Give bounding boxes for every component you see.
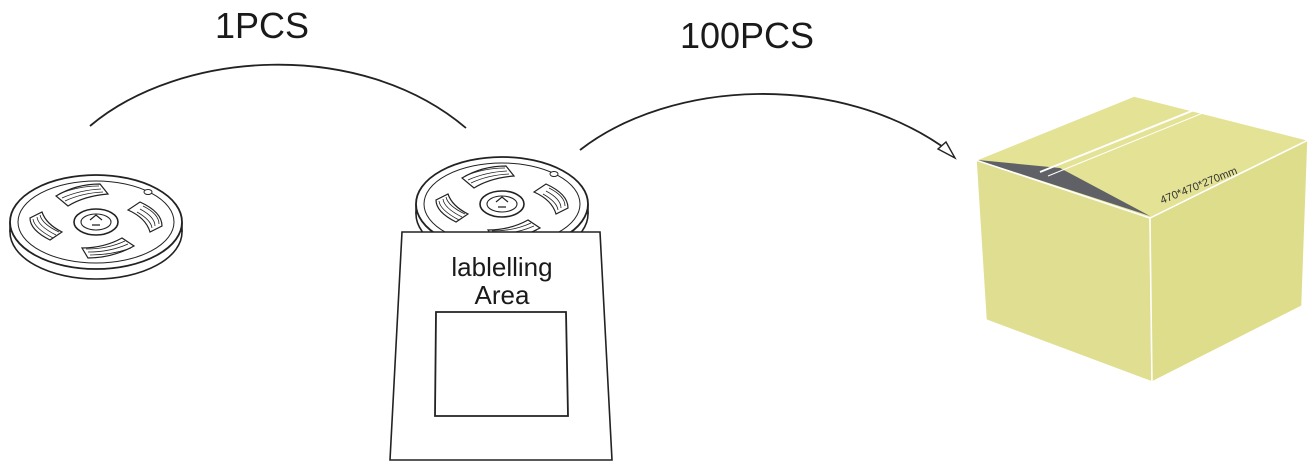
labelling-area-line1: lablelling xyxy=(451,252,552,282)
reel-icon xyxy=(9,174,183,280)
labelling-area-line2: Area xyxy=(475,280,530,310)
flow-arc-1 xyxy=(89,63,467,129)
flow-arc-2 xyxy=(579,93,951,153)
step2-quantity-label: 100PCS xyxy=(680,15,814,56)
arrow-head-icon xyxy=(936,140,957,160)
step1-quantity-label: 1PCS xyxy=(215,5,309,46)
carton-box-icon xyxy=(973,95,1308,384)
label-bag-icon xyxy=(389,231,613,461)
